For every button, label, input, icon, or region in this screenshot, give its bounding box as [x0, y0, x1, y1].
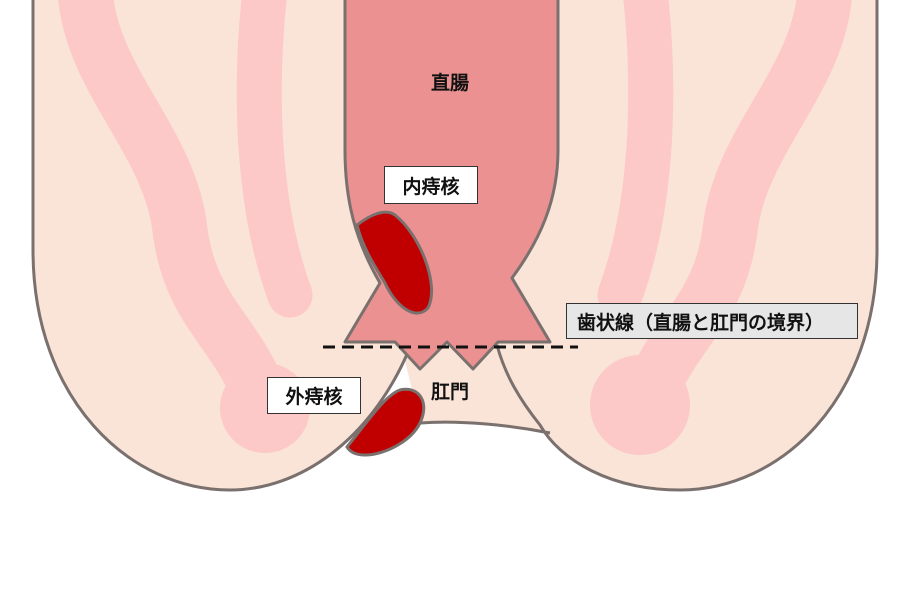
outlines	[31, 0, 879, 492]
internal-hemorrhoid	[355, 210, 434, 315]
dentate-line-label: 歯状線（直腸と肛門の境界）	[566, 303, 858, 339]
anal-canal-skin	[400, 340, 550, 433]
external-hemorrhoid	[345, 387, 426, 457]
internal-hemorrhoid-label: 内痔核	[384, 166, 478, 204]
muscle-bands	[58, 0, 852, 423]
anus-label: 肛門	[431, 381, 470, 403]
rectum-label: 直腸	[431, 72, 470, 94]
right-muscle-bulb	[590, 355, 690, 455]
external-hemorrhoid-label: 外痔核	[267, 377, 361, 414]
